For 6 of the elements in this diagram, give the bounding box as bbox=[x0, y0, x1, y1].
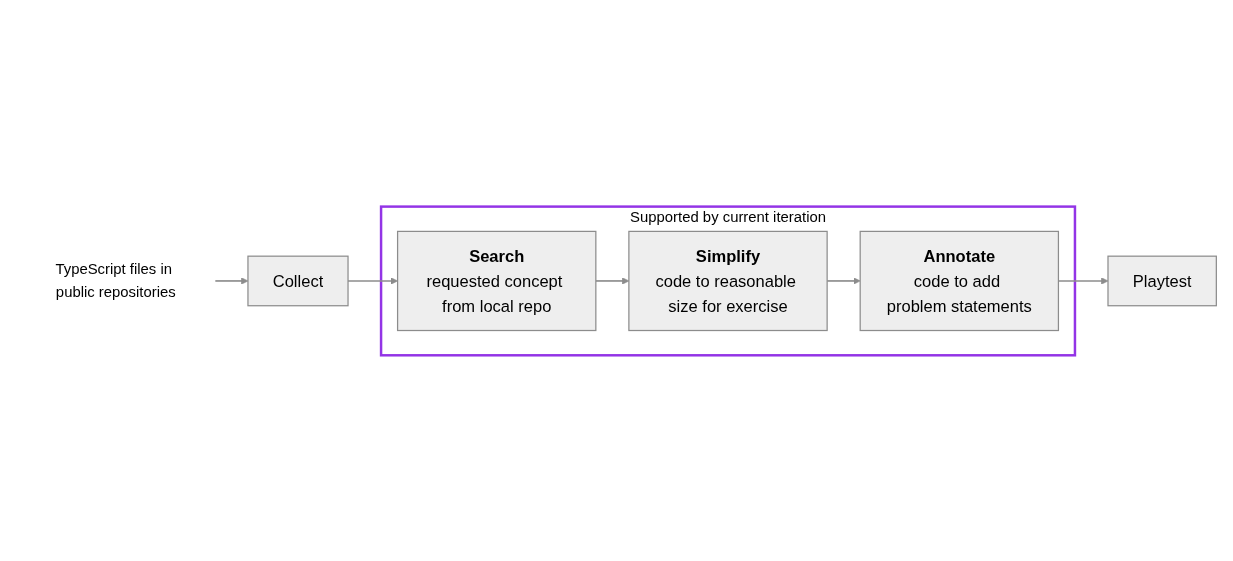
node-box: Collect bbox=[247, 255, 349, 306]
node-box: Annotate code to add problem statements bbox=[859, 230, 1060, 331]
node-box: Search requested concept from local repo bbox=[396, 230, 597, 331]
node-text: TypeScript files in public repositories bbox=[55, 260, 176, 300]
node-box: Simplify code to reasonable size for exercise bbox=[628, 230, 828, 331]
node-box: Playtest bbox=[1107, 255, 1217, 306]
